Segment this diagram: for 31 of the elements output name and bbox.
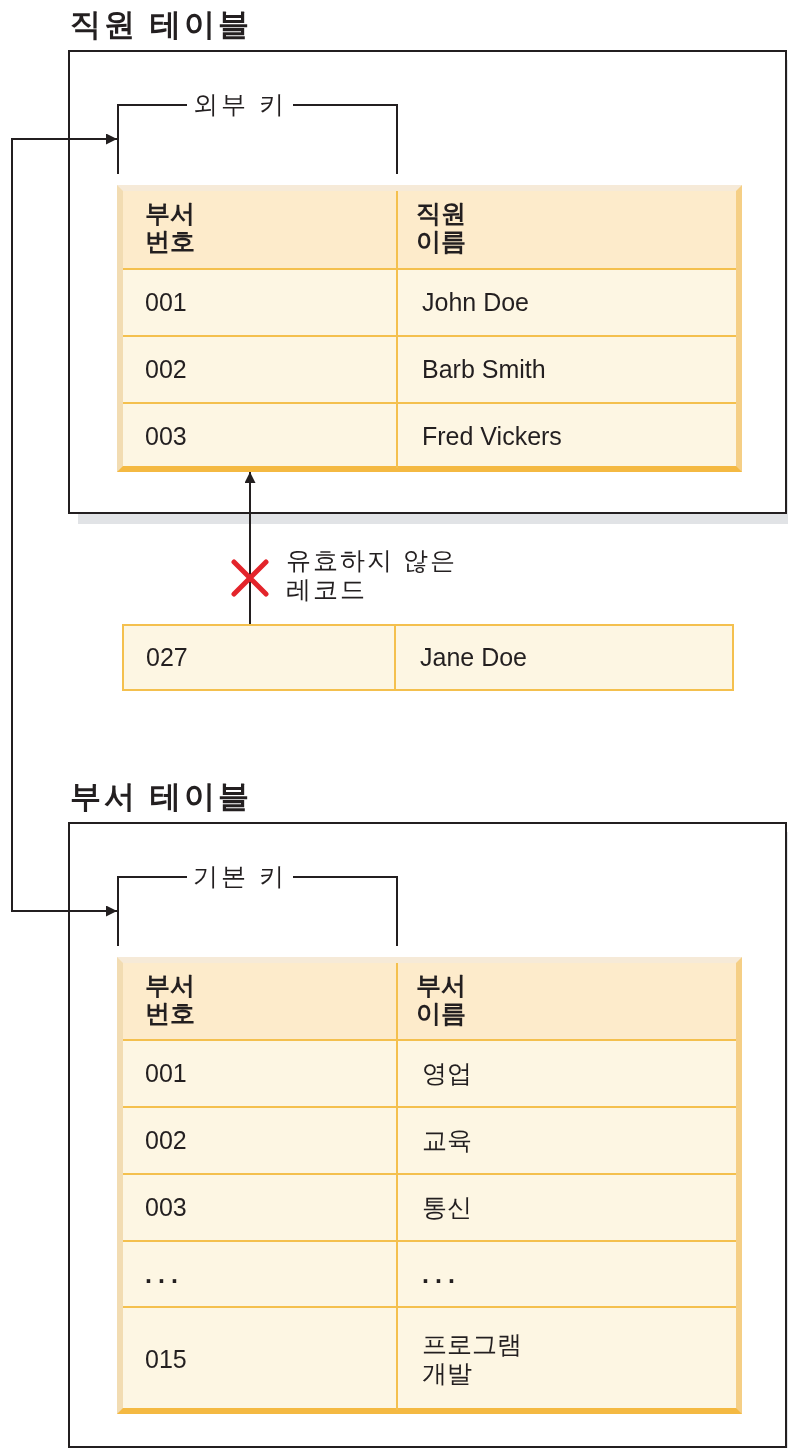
header-cell: 부서 번호 (123, 191, 398, 268)
table-cell: Fred Vickers (398, 402, 736, 468)
table-cell: 교육 (398, 1106, 736, 1173)
table-cell: 영업 (398, 1039, 736, 1106)
header-cell: 직원 이름 (398, 191, 736, 268)
arrow (11, 133, 118, 917)
data-table (117, 185, 742, 472)
table-title: 직원 테이블 (70, 6, 252, 44)
table-cell: 통신 (398, 1173, 736, 1240)
header-cell: 부서 번호 (123, 963, 398, 1039)
table-cell-text: Jane Doe (419, 642, 529, 674)
arrow (244, 471, 256, 625)
bracket-label: 기본 키 (187, 863, 293, 889)
table-cell: 015 (123, 1306, 398, 1410)
table-cell: 001 (123, 1039, 398, 1106)
table-cell: 003 (123, 402, 398, 468)
table-cell: ... (123, 1240, 398, 1306)
table-cell: 프로그램 개발 (398, 1306, 736, 1410)
table-cell: John Doe (398, 268, 736, 335)
table-cell: 001 (123, 268, 398, 335)
table-title: 부서 테이블 (70, 778, 252, 816)
table-cell: 002 (123, 1106, 398, 1173)
bracket-label: 외부 키 (187, 91, 293, 117)
table-cell: ... (398, 1240, 736, 1306)
table-cell: 003 (123, 1173, 398, 1240)
header-cell: 부서 이름 (398, 963, 736, 1039)
record-row (122, 624, 734, 691)
table-cell: 027 (124, 626, 396, 689)
data-table (117, 957, 742, 1414)
table-cell: 002 (123, 335, 398, 402)
table-cell: Barb Smith (398, 335, 736, 402)
